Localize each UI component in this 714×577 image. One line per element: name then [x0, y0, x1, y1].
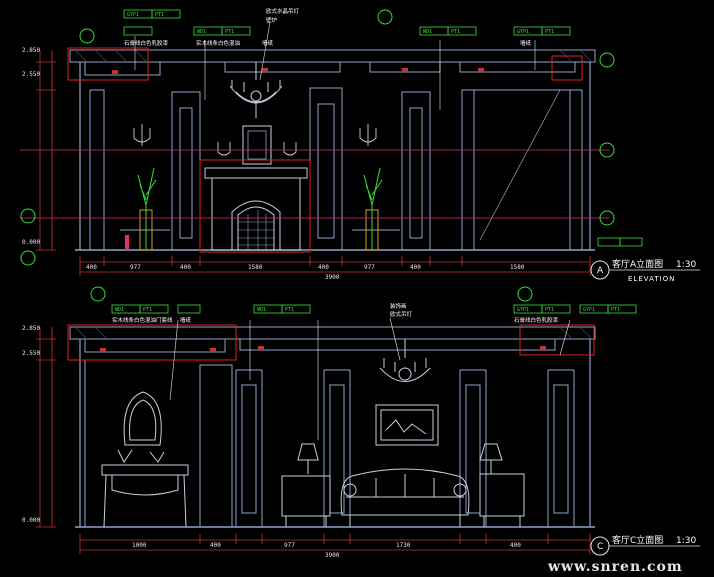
level-mark: 2.850	[22, 47, 40, 54]
callout: 墙纸	[262, 39, 274, 47]
painting-icon	[375, 404, 439, 446]
dim-label: 400	[510, 542, 521, 549]
section-marker: C	[597, 542, 603, 552]
dim-label: 400	[410, 264, 421, 271]
callout: 墙纸	[520, 39, 532, 47]
dim-label: 400	[210, 542, 221, 549]
scale-label: 1:30	[676, 260, 696, 270]
dim-label: 1000	[132, 542, 147, 549]
tag-code: GYP1	[517, 307, 529, 313]
elevation-subtitle: ELEVATION	[628, 275, 675, 283]
level-mark: 2.850	[22, 325, 40, 332]
tag-code: GYP1	[127, 12, 139, 18]
tag-code: WD1	[115, 307, 124, 313]
tag-code: WD1	[423, 29, 432, 35]
tag-finish: PT1	[545, 29, 554, 35]
chandelier-icon	[379, 339, 431, 382]
elevation-a: GYP1 PT1 WD1 PT1 WD1 PT1 GYP1 PT1 石膏线白色乳…	[20, 7, 700, 283]
elevation-title: 客厅C立面图	[612, 534, 663, 546]
dim-label: 400	[180, 264, 191, 271]
level-mark: 0.000	[22, 239, 40, 246]
dim-label: 1580	[510, 264, 525, 271]
sofa-icon	[340, 468, 470, 527]
tag-finish: PT1	[143, 307, 152, 313]
dim-label: 1730	[396, 542, 411, 549]
elevation-title: 客厅A立面图	[612, 258, 663, 270]
level-mark: 2.550	[22, 71, 40, 78]
tag-finish: PT1	[451, 29, 460, 35]
dim-label: 1580	[248, 264, 263, 271]
tag-code: GYP1	[517, 29, 529, 35]
tag-finish: PT1	[545, 307, 554, 313]
callout: 欧式吊灯	[390, 310, 413, 318]
dim-label: 977	[284, 542, 295, 549]
dim-total: 3900	[325, 552, 340, 559]
chandelier-icon	[229, 62, 283, 118]
callout: 壁炉	[266, 16, 278, 24]
scale-label: 1:30	[676, 536, 696, 546]
dim-total: 3900	[325, 274, 340, 281]
level-mark: 2.550	[22, 350, 40, 357]
tag-finish: PT1	[225, 29, 234, 35]
tag-finish: PT1	[155, 12, 164, 18]
tag-finish: PT1	[611, 307, 620, 313]
dim-label: 977	[130, 264, 141, 271]
wall-sconce-icon	[133, 124, 377, 156]
callout: 石膏线白色乳胶漆	[124, 39, 169, 47]
tag-code: WD1	[257, 307, 266, 313]
callout: 装饰画	[390, 302, 407, 310]
callout: 实木线条白色混油门套线	[112, 316, 173, 324]
watermark: www.snren.com	[547, 559, 683, 575]
dim-label: 977	[364, 264, 375, 271]
table-lamp-icon	[281, 443, 525, 527]
callout: 墙纸	[180, 316, 192, 324]
level-mark: 0.000	[22, 517, 40, 524]
callout: 欧式水晶吊灯	[266, 7, 300, 15]
callout: 实木线条白色混油	[196, 39, 241, 47]
elevation-c: WD1 PT1 WD1 PT1 GYP1 PT1 GYP1 PT1 实木线条白色…	[22, 286, 700, 559]
tag-code: GYP1	[583, 307, 595, 313]
callout: 石膏线白色乳胶漆	[514, 316, 559, 324]
dresser-icon	[101, 391, 189, 528]
dim-label: 400	[86, 264, 97, 271]
plant-icon	[137, 167, 383, 250]
section-marker: A	[597, 266, 604, 276]
tag-code: WD1	[197, 29, 206, 35]
tag-finish: PT1	[285, 307, 294, 313]
dim-label: 400	[318, 264, 329, 271]
